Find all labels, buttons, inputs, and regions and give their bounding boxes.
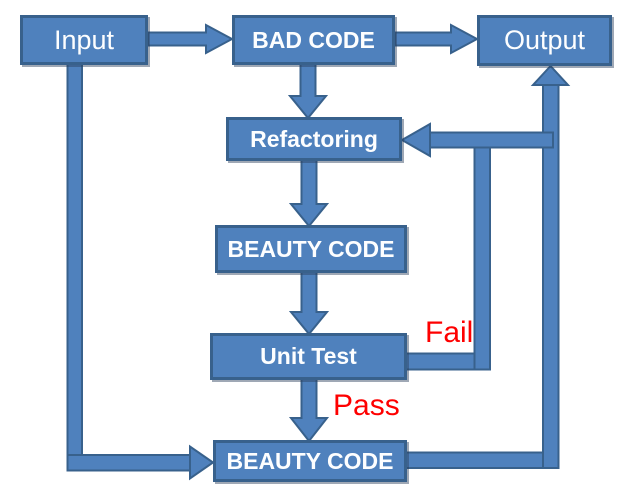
pass-edge-label: Pass: [333, 389, 400, 422]
node-beauty-code-bottom: BEAUTY CODE: [213, 440, 407, 482]
node-unit-test: Unit Test: [210, 333, 407, 380]
input-loop-line-vertical: [66, 62, 83, 471]
node-beauty-code-middle-label: BEAUTY CODE: [227, 235, 395, 262]
node-input-label: Input: [53, 24, 115, 55]
fail-arrowhead-icon: [399, 122, 431, 158]
node-beauty-code-bottom-label: BEAUTY CODE: [226, 447, 394, 474]
node-unit-test-label: Unit Test: [260, 343, 357, 369]
fail-edge-label: Fail: [425, 316, 474, 349]
arrow-refactoring-to-beautycode: [288, 158, 330, 228]
fail-line-vertical: [473, 139, 491, 371]
arrow-beautycode-to-unittest: [288, 270, 330, 336]
node-refactoring: Refactoring: [226, 117, 402, 161]
output-loop-arrowhead-icon: [530, 64, 571, 86]
fail-line-horizontal-top: [426, 131, 554, 149]
output-loop-line-horizontal: [404, 451, 560, 469]
node-output: Output: [477, 15, 612, 66]
arrow-unittest-to-beautycode-pass: [288, 377, 330, 443]
node-beauty-code-middle: BEAUTY CODE: [215, 225, 407, 273]
arrow-input-to-badcode: [147, 23, 235, 55]
node-bad-code-label: BAD CODE: [252, 26, 375, 53]
node-refactoring-label: Refactoring: [250, 125, 378, 152]
node-bad-code: BAD CODE: [232, 15, 395, 65]
node-input: Input: [20, 15, 148, 65]
input-loop-arrowhead-icon: [189, 444, 215, 481]
arrow-badcode-to-output: [394, 23, 480, 55]
node-output-label: Output: [503, 25, 586, 55]
input-loop-line-horizontal: [66, 454, 192, 472]
arrow-badcode-to-refactoring: [287, 62, 329, 120]
